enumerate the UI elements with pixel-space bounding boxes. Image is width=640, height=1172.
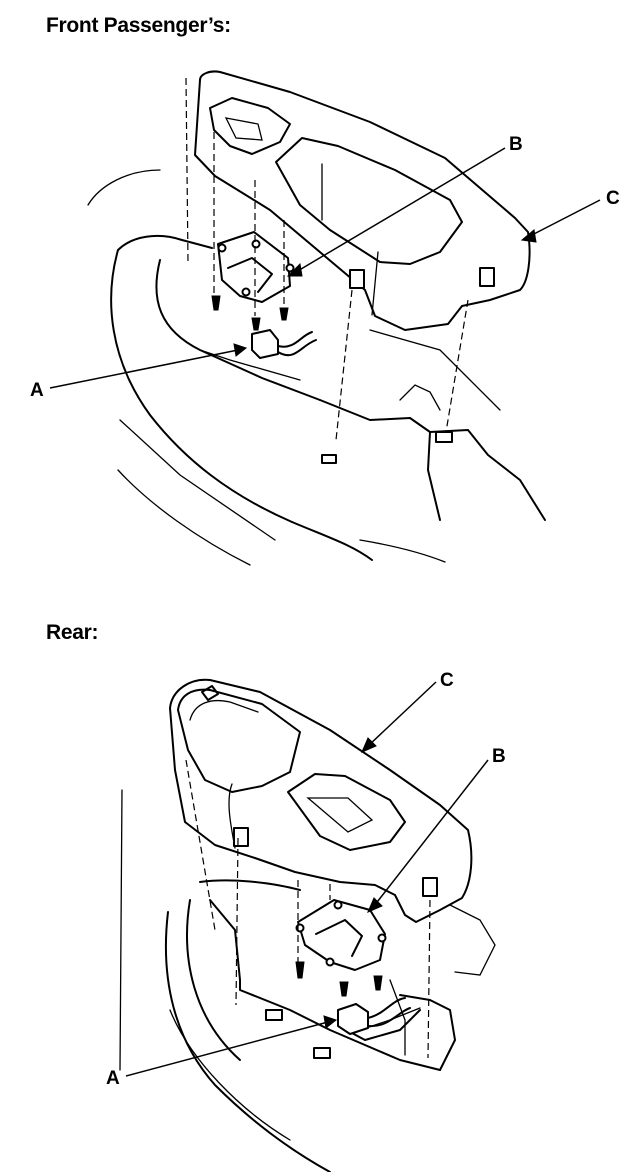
callout-label-c: C bbox=[440, 670, 454, 691]
rear-switch-mount-hole bbox=[333, 900, 343, 910]
rear-heading: Rear: bbox=[46, 621, 99, 644]
front-passenger-heading: Front Passenger’s: bbox=[46, 14, 231, 37]
front-panel-clip-right bbox=[479, 267, 495, 287]
front-console-panel bbox=[194, 70, 531, 331]
rear-callout-c: C bbox=[361, 670, 454, 753]
rear-switch-mount-hole bbox=[325, 957, 335, 967]
callout-label-c: C bbox=[606, 188, 620, 209]
rear-power-window-switch bbox=[295, 899, 387, 997]
front-switch-connector bbox=[251, 329, 317, 359]
front-screw-set bbox=[211, 295, 289, 331]
rear-screw-set bbox=[295, 961, 383, 997]
callout-label-a: A bbox=[30, 380, 44, 401]
rear-console-outline bbox=[119, 789, 496, 1172]
front-switch-mount-hole bbox=[217, 243, 227, 253]
front-console-slot bbox=[435, 431, 453, 443]
rear-switch-mount-hole bbox=[377, 933, 387, 943]
rear-panel-clip-left bbox=[233, 827, 249, 847]
callout-label-a: A bbox=[106, 1068, 120, 1089]
front-callout-c: C bbox=[520, 188, 620, 243]
front-power-window-switch bbox=[211, 231, 295, 331]
front-switch-mount-hole bbox=[241, 287, 251, 297]
rear-alignment-lines bbox=[185, 759, 431, 1059]
rear-console-panel bbox=[169, 678, 473, 923]
front-console-outline bbox=[87, 169, 546, 566]
rear-console-slot bbox=[265, 1009, 283, 1021]
front-alignment-lines bbox=[185, 77, 469, 441]
front-passenger-diagram: A B C bbox=[30, 70, 620, 566]
callout-label-b: B bbox=[492, 746, 506, 767]
rear-diagram: A B C bbox=[106, 670, 506, 1172]
rear-console-slot bbox=[313, 1047, 331, 1059]
front-callout-b: B bbox=[286, 134, 523, 277]
front-switch-mount-hole bbox=[285, 263, 295, 273]
rear-callout-a: A bbox=[106, 1015, 338, 1089]
rear-callout-b: B bbox=[367, 746, 506, 913]
front-console-slot bbox=[321, 454, 337, 464]
rear-panel-clip-right bbox=[422, 877, 438, 897]
callout-label-b: B bbox=[509, 134, 523, 155]
front-switch-mount-hole bbox=[251, 239, 261, 249]
front-callout-a: A bbox=[30, 343, 248, 401]
rear-switch-connector bbox=[337, 997, 411, 1035]
front-panel-clip-left bbox=[349, 269, 365, 289]
